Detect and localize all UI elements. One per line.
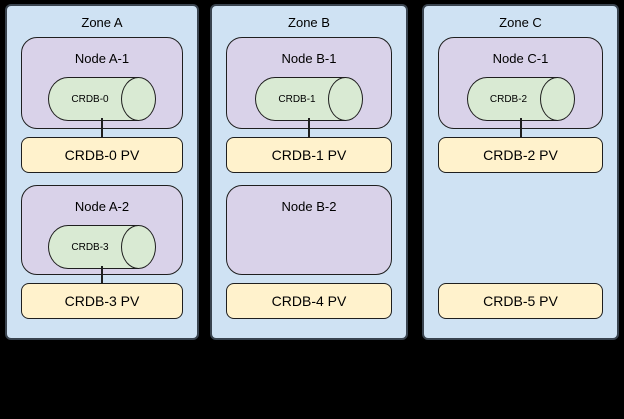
zone-b: Zone B Node B-1 CRDB-1 CRDB-1 PV Node B-… xyxy=(210,4,408,340)
connector-line xyxy=(519,118,522,138)
zone-title: Zone C xyxy=(499,15,542,30)
pv-label: CRDB-4 PV xyxy=(271,293,347,309)
cylinder-crdb-0: CRDB-0 xyxy=(48,77,156,121)
connector-line xyxy=(308,118,310,138)
cylinder-label: CRDB-1 xyxy=(278,93,316,105)
pv-label: CRDB-3 PV xyxy=(64,293,140,309)
pv-crdb-5: CRDB-5 PV xyxy=(438,283,603,319)
node-title: Node C-1 xyxy=(492,51,549,66)
zone-title: Zone B xyxy=(288,15,330,30)
pv-crdb-3: CRDB-3 PV xyxy=(21,283,183,319)
zone-c: Zone C Node C-1 CRDB-2 CRDB-2 PV CRDB-5 … xyxy=(422,4,619,340)
zone-title: Zone A xyxy=(81,15,123,30)
cylinder-label: CRDB-2 xyxy=(489,93,528,105)
node-a-2: Node A-2 CRDB-3 xyxy=(21,185,183,275)
cylinder-crdb-2: CRDB-2 xyxy=(466,77,575,121)
cylinder-crdb-1: CRDB-1 xyxy=(255,77,363,121)
pv-crdb-4: CRDB-4 PV xyxy=(226,283,392,319)
cylinder-cap xyxy=(121,225,156,269)
cylinder-cap xyxy=(121,77,156,121)
node-title: Node A-2 xyxy=(74,199,130,214)
cylinder-cap xyxy=(328,77,363,121)
pv-label: CRDB-0 PV xyxy=(64,147,140,163)
pv-label: CRDB-5 PV xyxy=(483,293,558,309)
pv-crdb-2: CRDB-2 PV xyxy=(438,137,603,173)
node-b-2: Node B-2 xyxy=(226,185,392,275)
node-title: Node A-1 xyxy=(74,51,130,66)
connector-line xyxy=(101,266,103,284)
cylinder-crdb-3: CRDB-3 xyxy=(48,225,156,269)
connector-line xyxy=(101,118,103,138)
node-title: Node B-1 xyxy=(281,51,337,66)
cylinder-cap xyxy=(539,77,575,121)
pv-crdb-1: CRDB-1 PV xyxy=(226,137,392,173)
pv-label: CRDB-2 PV xyxy=(483,147,558,163)
node-c-1: Node C-1 CRDB-2 xyxy=(438,37,603,129)
node-b-1: Node B-1 CRDB-1 xyxy=(226,37,392,129)
zone-a: Zone A Node A-1 CRDB-0 CRDB-0 PV Node A-… xyxy=(5,4,199,340)
pv-crdb-0: CRDB-0 PV xyxy=(21,137,183,173)
cylinder-label: CRDB-3 xyxy=(71,241,109,253)
node-title: Node B-2 xyxy=(281,199,337,214)
pv-label: CRDB-1 PV xyxy=(271,147,347,163)
cylinder-label: CRDB-0 xyxy=(71,93,109,105)
node-a-1: Node A-1 CRDB-0 xyxy=(21,37,183,129)
